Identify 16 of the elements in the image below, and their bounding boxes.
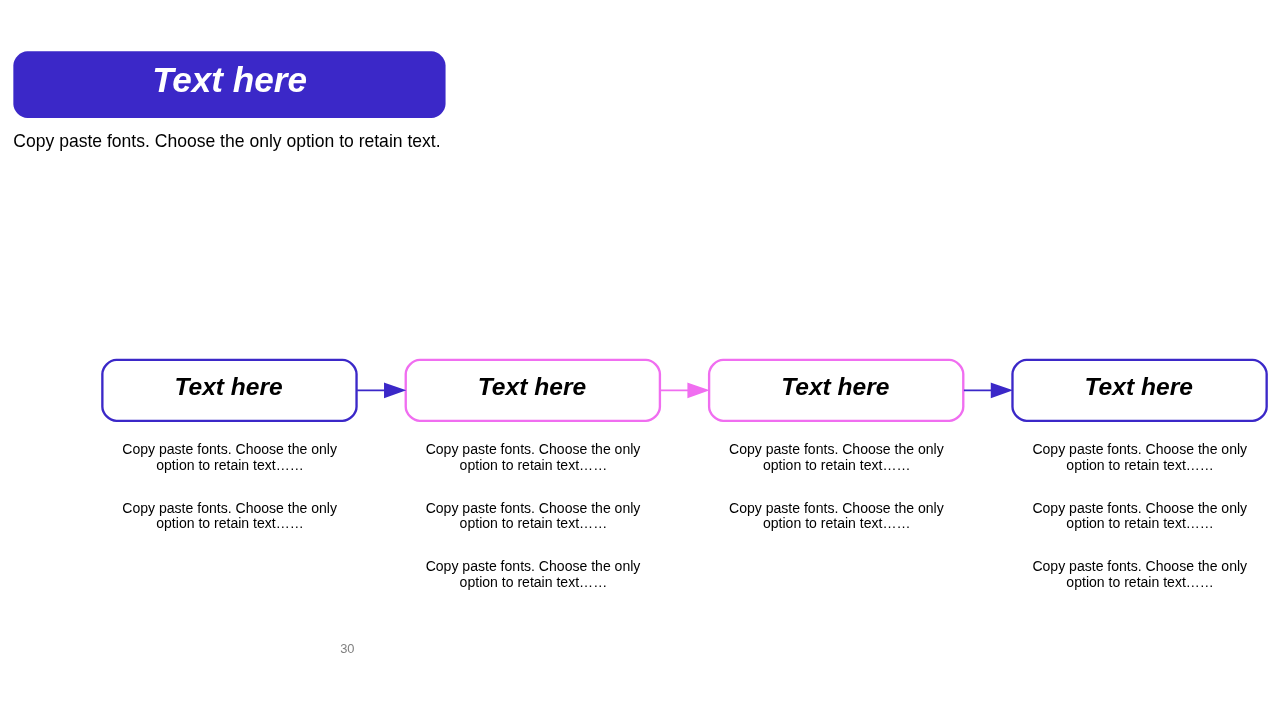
- node-label: Copy paste fonts. Choose the only option to retain text……: [729, 440, 944, 473]
- node-label: Copy paste fonts. Choose the only option to retain text……: [122, 499, 338, 531]
- node-label: Copy paste fonts. Choose the only option to retain text……: [425, 499, 641, 531]
- arrow: [356, 382, 407, 398]
- node-box: Text here: [13, 50, 446, 118]
- node-label: Copy paste fonts. Choose the only option to retain text……: [425, 440, 641, 473]
- arrow: [659, 382, 710, 398]
- node-label: Copy paste fonts. Choose the only option to retain text……: [425, 557, 641, 590]
- arrow: [963, 382, 1014, 398]
- node-label: Copy paste fonts. Choose the only option to retain text……: [122, 440, 338, 473]
- node-label: Copy paste fonts. Choose the only option to retain text……: [1032, 440, 1248, 473]
- node-label: Copy paste fonts. Choose the only option to retain text……: [1032, 557, 1248, 590]
- node-label: Copy paste fonts. Choose the only option to retain text.: [13, 130, 441, 151]
- label: 30: [340, 640, 355, 656]
- node-label: Copy paste fonts. Choose the only option to retain text……: [729, 499, 944, 531]
- node-label: Copy paste fonts. Choose the only option to retain text……: [1032, 499, 1248, 531]
